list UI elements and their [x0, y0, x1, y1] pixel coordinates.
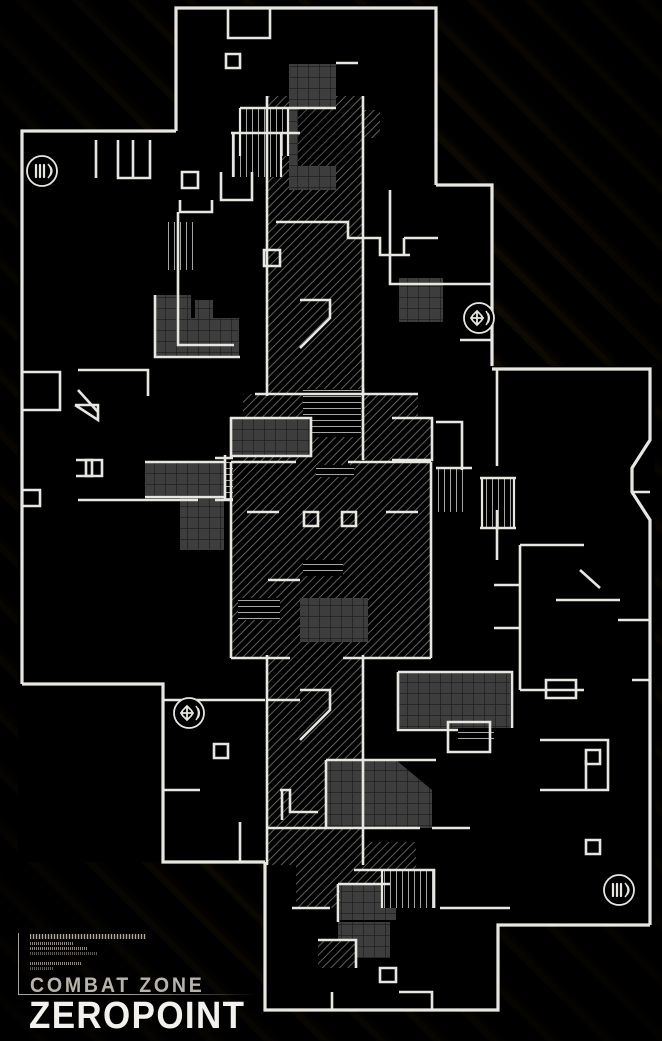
spawn-point-icon-northwest[interactable] — [24, 153, 60, 189]
microtext-panel — [30, 933, 180, 975]
objective-point-icon-southwest[interactable] — [171, 695, 207, 731]
outer-walls — [20, 6, 652, 1012]
title-block: COMBAT ZONE ZEROPOINT — [18, 933, 318, 1037]
title-horizontal-rule — [18, 994, 258, 995]
spawn-point-icon-southeast[interactable] — [601, 872, 637, 908]
stair-marks — [231, 108, 516, 908]
microtext-line — [30, 961, 82, 965]
core-structures — [145, 222, 464, 642]
upper-structures — [233, 64, 514, 528]
microtext-line — [30, 966, 54, 970]
map-subtitle: COMBAT ZONE — [30, 973, 205, 997]
interior-walls — [22, 8, 650, 1010]
microtext-line — [30, 951, 98, 955]
map-title: ZEROPOINT — [29, 995, 246, 1037]
objective-point-icon-northeast[interactable] — [461, 300, 497, 336]
title-vertical-rule — [18, 933, 19, 995]
microtext-header-bar — [30, 933, 146, 939]
microtext-line — [30, 946, 88, 950]
microtext-line — [30, 941, 74, 945]
lower-structures — [318, 672, 510, 968]
